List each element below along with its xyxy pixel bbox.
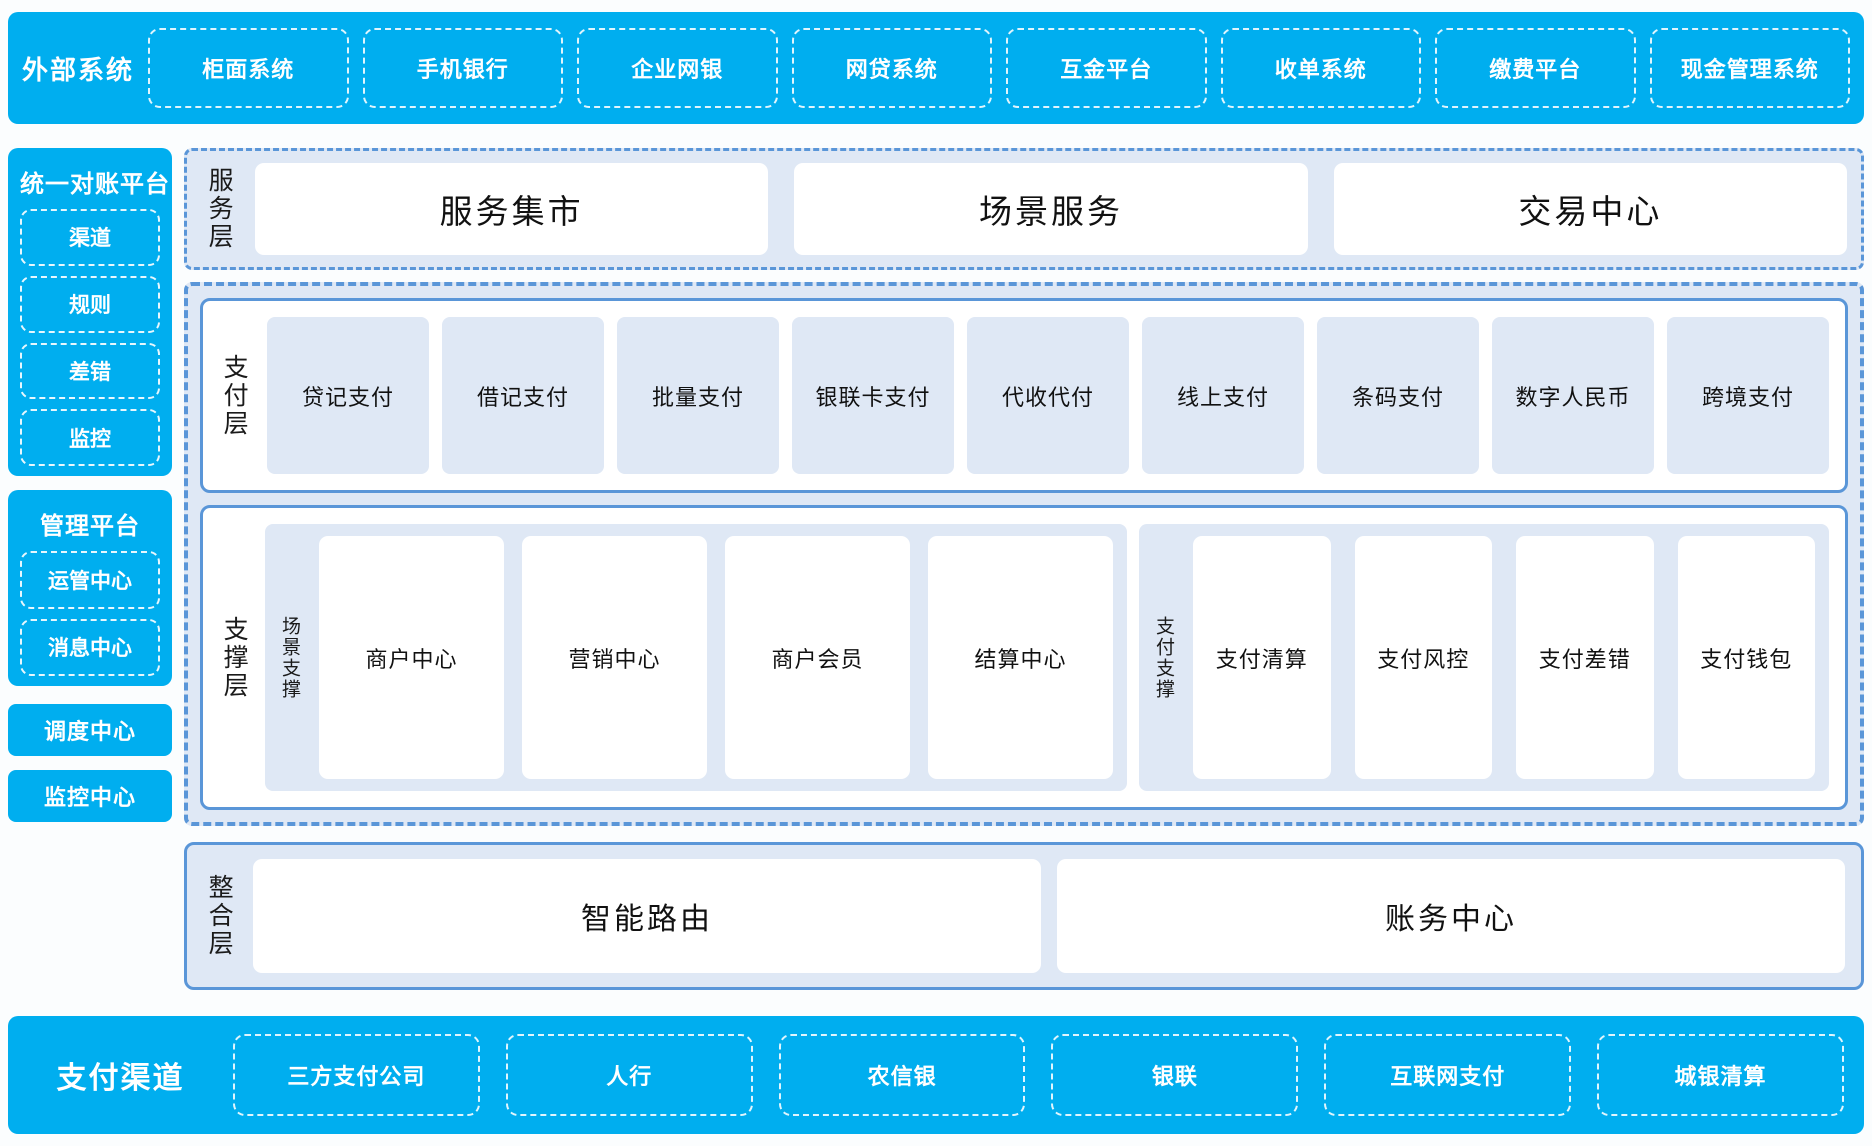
support-layer-label: 支撑层 — [220, 615, 249, 700]
service-layer-label: 服务层 — [205, 167, 234, 251]
payment-item-crossborder[interactable]: 跨境支付 — [1667, 317, 1829, 474]
support-item-merchant-center[interactable]: 商户中心 — [319, 536, 504, 779]
management-platform-title: 管理平台 — [40, 513, 140, 540]
service-layer-items: 服务集市 场景服务 交易中心 — [255, 163, 1847, 255]
payment-item-batch[interactable]: 批量支付 — [617, 317, 779, 474]
payment-channel-thirdparty[interactable]: 三方支付公司 — [233, 1034, 480, 1116]
support-item-merchant-member[interactable]: 商户会员 — [725, 536, 910, 779]
integration-item-accounting-center[interactable]: 账务中心 — [1057, 859, 1845, 973]
support-group-payment-items: 支付清算 支付风控 支付差错 支付钱包 — [1193, 536, 1816, 779]
management-platform-card: 管理平台 运管中心 消息中心 — [8, 490, 172, 686]
support-item-payment-error[interactable]: 支付差错 — [1516, 536, 1654, 779]
payment-item-collection-payment[interactable]: 代收代付 — [967, 317, 1129, 474]
support-layer-container: 支撑层 场景支撑 商户中心 营销中心 商户会员 结算中心 支付支撑 支付清算 — [200, 505, 1848, 810]
payment-item-unionpay-card[interactable]: 银联卡支付 — [792, 317, 954, 474]
support-group-scene: 场景支撑 商户中心 营销中心 商户会员 结算中心 — [265, 524, 1128, 791]
payment-channel-pboc[interactable]: 人行 — [505, 1034, 753, 1116]
service-layer-container: 服务层 服务集市 场景服务 交易中心 — [184, 148, 1864, 270]
sidebar-item-operations-center[interactable]: 运管中心 — [20, 551, 160, 609]
support-item-settlement-center[interactable]: 结算中心 — [928, 536, 1113, 779]
payment-layer-items: 贷记支付 借记支付 批量支付 银联卡支付 代收代付 线上支付 条码支付 数字人民… — [267, 317, 1829, 474]
reconciliation-platform-title: 统一对账平台 — [20, 171, 170, 198]
payment-layer-container: 支付层 贷记支付 借记支付 批量支付 银联卡支付 代收代付 线上支付 条码支付 … — [200, 298, 1848, 493]
sidebar-item-monitoring-center[interactable]: 监控中心 — [8, 770, 172, 822]
support-item-payment-wallet[interactable]: 支付钱包 — [1677, 536, 1816, 779]
support-item-marketing-center[interactable]: 营销中心 — [522, 536, 707, 779]
external-systems-items: 柜面系统 手机银行 企业网银 网贷系统 互金平台 收单系统 缴费平台 现金管理系… — [148, 12, 1864, 124]
payment-channels-band: 支付渠道 三方支付公司 人行 农信银 银联 互联网支付 城银清算 — [8, 1016, 1864, 1134]
service-item-marketplace[interactable]: 服务集市 — [255, 163, 769, 255]
payment-item-digital-rmb[interactable]: 数字人民币 — [1492, 317, 1654, 474]
payment-channels-items: 三方支付公司 人行 农信银 银联 互联网支付 城银清算 — [233, 1016, 1864, 1134]
external-systems-title: 外部系统 — [21, 54, 134, 85]
payment-channel-cityclearing[interactable]: 城银清算 — [1597, 1034, 1844, 1116]
external-system-item[interactable]: 企业网银 — [577, 28, 778, 108]
core-platform-container: 支付层 贷记支付 借记支付 批量支付 银联卡支付 代收代付 线上支付 条码支付 … — [184, 282, 1864, 826]
external-system-item[interactable]: 柜面系统 — [148, 28, 349, 108]
payment-item-online[interactable]: 线上支付 — [1142, 317, 1304, 474]
service-item-scenario[interactable]: 场景服务 — [794, 163, 1308, 255]
payment-channel-rcc[interactable]: 农信银 — [778, 1034, 1026, 1116]
integration-layer-container: 整合层 智能路由 账务中心 — [184, 842, 1864, 990]
sidebar-item-rule[interactable]: 规则 — [20, 275, 160, 333]
external-system-item[interactable]: 手机银行 — [362, 28, 563, 108]
external-system-item[interactable]: 缴费平台 — [1435, 28, 1636, 108]
service-item-transaction-center[interactable]: 交易中心 — [1333, 163, 1847, 255]
payment-channels-title: 支付渠道 — [56, 1062, 185, 1095]
support-group-scene-label: 场景支撑 — [278, 615, 300, 700]
sidebar-item-error[interactable]: 差错 — [20, 342, 160, 400]
payment-layer-label: 支付层 — [220, 353, 249, 438]
support-group-payment: 支付支撑 支付清算 支付风控 支付差错 支付钱包 — [1139, 524, 1829, 791]
sidebar-item-monitor[interactable]: 监控 — [20, 409, 160, 466]
payment-item-barcode[interactable]: 条码支付 — [1317, 317, 1479, 474]
external-system-item[interactable]: 网贷系统 — [791, 28, 992, 108]
support-layer-groups: 场景支撑 商户中心 营销中心 商户会员 结算中心 支付支撑 支付清算 支付风控 … — [265, 524, 1829, 791]
integration-layer-items: 智能路由 账务中心 — [253, 859, 1845, 973]
integration-layer-label: 整合层 — [205, 874, 234, 958]
external-systems-band: 外部系统 柜面系统 手机银行 企业网银 网贷系统 互金平台 收单系统 缴费平台 … — [8, 12, 1864, 124]
sidebar-item-message-center[interactable]: 消息中心 — [20, 618, 160, 676]
payment-channel-internet[interactable]: 互联网支付 — [1324, 1034, 1572, 1116]
support-group-scene-items: 商户中心 营销中心 商户会员 结算中心 — [319, 536, 1113, 779]
support-item-payment-riskcontrol[interactable]: 支付风控 — [1354, 536, 1493, 779]
support-group-payment-label: 支付支撑 — [1152, 615, 1174, 700]
payment-item-debit[interactable]: 借记支付 — [442, 317, 604, 474]
external-system-item[interactable]: 互金平台 — [1006, 28, 1207, 108]
sidebar-item-dispatch-center[interactable]: 调度中心 — [8, 704, 172, 756]
reconciliation-platform-card: 统一对账平台 渠道 规则 差错 监控 — [8, 148, 172, 476]
external-system-item[interactable]: 现金管理系统 — [1649, 28, 1850, 108]
external-system-item[interactable]: 收单系统 — [1220, 28, 1421, 108]
support-item-payment-clearing[interactable]: 支付清算 — [1193, 536, 1331, 779]
payment-channel-unionpay[interactable]: 银联 — [1051, 1034, 1299, 1116]
payment-item-credit[interactable]: 贷记支付 — [267, 317, 429, 474]
integration-item-smart-routing[interactable]: 智能路由 — [253, 859, 1041, 973]
sidebar-item-channel[interactable]: 渠道 — [20, 209, 160, 266]
